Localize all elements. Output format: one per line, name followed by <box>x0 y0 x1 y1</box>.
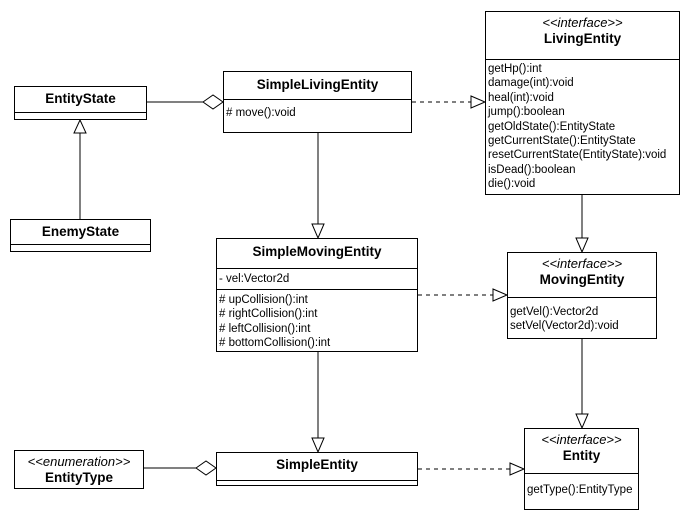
empty-section <box>217 480 417 483</box>
class-moving-entity[interactable]: <<interface>> MovingEntity getVel():Vect… <box>507 252 657 339</box>
method-row: # rightCollision():int <box>219 308 318 321</box>
generalization-arrowhead <box>575 413 589 430</box>
method-row: setVel(Vector2d):void <box>510 320 619 333</box>
methods-section: # move():void <box>224 99 411 120</box>
method-row: # upCollision():int <box>219 294 308 306</box>
class-simple-entity[interactable]: SimpleEntity <box>216 452 418 486</box>
class-name: SimpleLivingEntity <box>256 77 379 92</box>
method-row: # leftCollision():int <box>219 322 311 335</box>
class-enemy-state[interactable]: EnemyState <box>10 219 151 252</box>
method-row: die():void <box>488 178 536 191</box>
generalization-arrowhead <box>311 223 325 240</box>
class-name: SimpleEntity <box>276 457 358 472</box>
class-entity[interactable]: <<interface>> Entity getType():EntityTyp… <box>524 428 639 510</box>
method-row: resetCurrentState(EntityState):void <box>488 149 667 162</box>
method-row: getType():EntityType <box>527 484 633 496</box>
method-row: getHp():int <box>488 63 542 75</box>
methods-section: getHp():int damage(int):void heal(int):v… <box>486 59 679 192</box>
method-row: # move():void <box>226 107 296 119</box>
class-entity-type[interactable]: <<enumeration>> EntityType <box>14 450 144 489</box>
method-row: # bottomCollision():int <box>219 337 331 350</box>
method-row: getVel():Vector2d <box>510 306 599 318</box>
method-row: damage(int):void <box>488 77 574 90</box>
class-living-entity[interactable]: <<interface>> LivingEntity getHp():int d… <box>485 11 680 195</box>
fields-section: - vel:Vector2d <box>217 268 417 289</box>
methods-section: getVel():Vector2d setVel(Vector2d):void <box>508 297 656 334</box>
class-name: MovingEntity <box>539 272 625 287</box>
methods-section: # upCollision():int # rightCollision():i… <box>217 289 417 351</box>
aggregation-diamond <box>202 94 224 110</box>
stereotype-label: <<enumeration>> <box>27 454 131 469</box>
class-simple-living-entity[interactable]: SimpleLivingEntity # move():void <box>223 71 412 133</box>
class-name: EntityType <box>44 470 113 485</box>
generalization-arrowhead <box>311 437 325 454</box>
method-row: getCurrentState():EntityState <box>488 135 636 148</box>
class-name: LivingEntity <box>543 31 622 46</box>
realization-arrowhead <box>470 95 487 109</box>
generalization-arrowhead <box>73 118 87 134</box>
stereotype-label: <<interface>> <box>541 256 623 271</box>
class-name: EntityState <box>45 91 116 106</box>
empty-section <box>15 112 146 115</box>
methods-section: getType():EntityType <box>525 473 638 497</box>
stereotype-label: <<interface>> <box>541 432 622 447</box>
method-row: heal(int):void <box>488 91 554 104</box>
method-row: getOldState():EntityState <box>488 120 616 133</box>
class-name: Entity <box>562 448 601 463</box>
empty-section <box>11 244 150 247</box>
class-entity-state[interactable]: EntityState <box>14 86 147 120</box>
stereotype-label: <<interface>> <box>542 15 623 30</box>
field-row: - vel:Vector2d <box>219 273 290 285</box>
realization-arrowhead <box>509 462 526 476</box>
realization-arrowhead <box>492 288 509 302</box>
method-row: isDead():boolean <box>488 163 576 176</box>
generalization-arrowhead <box>575 237 589 254</box>
class-name: SimpleMovingEntity <box>252 244 382 259</box>
class-simple-moving-entity[interactable]: SimpleMovingEntity - vel:Vector2d # upCo… <box>216 238 418 352</box>
class-name: EnemyState <box>41 224 120 239</box>
aggregation-diamond <box>195 460 217 476</box>
method-row: jump():boolean <box>488 106 565 119</box>
